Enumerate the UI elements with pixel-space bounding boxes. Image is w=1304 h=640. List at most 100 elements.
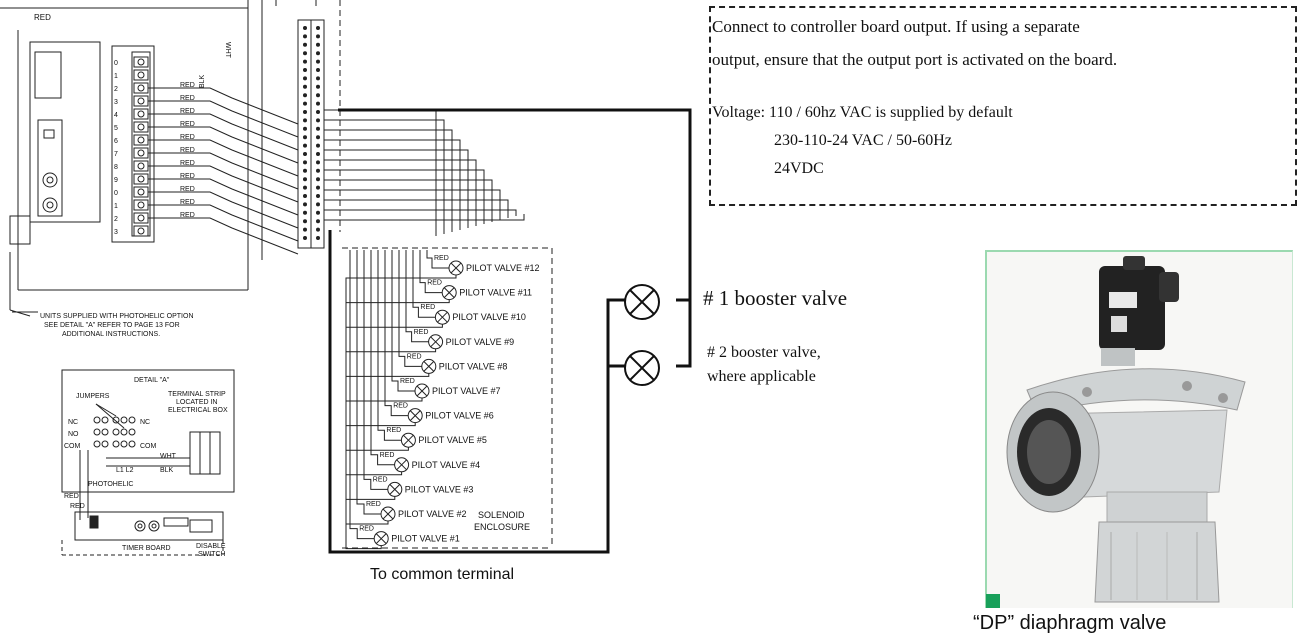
booster-valve-2-label: # 2 booster valve, [707, 344, 821, 361]
strip-dot [316, 26, 320, 30]
strip-dot [316, 177, 320, 182]
strip-dot [316, 135, 320, 140]
strip-dot [303, 34, 307, 39]
booster-valve-2-sublabel: where applicable [707, 368, 816, 385]
pilot-valve-label: PILOT VALVE #7 [432, 386, 501, 396]
control-box [0, 0, 317, 317]
photohelic-note: UNITS SUPPLIED WITH PHOTOHELIC OPTION SE… [12, 311, 194, 338]
board-red-label: RED [180, 134, 195, 141]
strip-dot [316, 168, 320, 173]
pilot-red-label: RED [359, 526, 374, 533]
pilot-common-wire [345, 545, 382, 550]
pilot-red-label: RED [434, 255, 449, 262]
note-line1: Connect to controller board output. If u… [712, 17, 1080, 36]
dashed-enclosure-top [275, 0, 341, 232]
board-wire [148, 165, 299, 203]
strip-dot [316, 42, 320, 47]
pilot-wire [377, 250, 402, 441]
board-wire [148, 152, 299, 190]
strip-dot [303, 110, 307, 114]
board-terminal-screw [137, 188, 145, 196]
strip-dot [303, 202, 307, 207]
strip-wire [324, 109, 437, 236]
strip-wire [324, 199, 509, 218]
strip-dot [316, 210, 320, 215]
board-wire [148, 100, 299, 138]
strip-dot [303, 42, 307, 47]
board-terminal-number: 9 [114, 177, 118, 184]
board-terminal-number: 1 [114, 203, 118, 210]
pilot-valve-label: PILOT VALVE #12 [466, 263, 540, 273]
strip-dot [303, 59, 307, 64]
board-terminal-screw [137, 123, 145, 131]
board-red-label: RED [180, 121, 195, 128]
strip-wire [324, 209, 517, 216]
pilot-valve-label: PILOT VALVE #4 [412, 460, 481, 470]
board-wire [148, 87, 299, 125]
board-terminal-number: 3 [114, 229, 118, 236]
pilot-valve-label: PILOT VALVE #6 [425, 411, 494, 421]
booster-valve-2-symbol [624, 350, 660, 386]
pilot-valve-label: PILOT VALVE #10 [452, 312, 526, 322]
strip-dot [303, 26, 307, 30]
board-wire [148, 113, 299, 151]
board-terminal-number: 2 [114, 86, 118, 93]
common-terminal-label: To common terminal [370, 566, 515, 583]
board-terminal-number: 3 [114, 99, 118, 106]
strip-dot [303, 93, 307, 98]
strip-dot [303, 126, 307, 131]
strip-dot [316, 219, 320, 224]
detail-terminal-strip-2: LOCATED IN [176, 399, 218, 406]
pilot-common-wire [345, 521, 389, 548]
detail-disable-2: SWITCH [198, 551, 226, 558]
strip-dot [303, 227, 307, 232]
board-terminal-screw [137, 110, 145, 118]
diaphragm-valve-image [1006, 256, 1246, 603]
pilot-wire [363, 250, 388, 490]
detail-no: NO [68, 431, 79, 438]
board-wires [148, 87, 525, 255]
pilot-wire [370, 250, 395, 466]
strip-dot [303, 177, 307, 182]
photohelic-note-line3: ADDITIONAL INSTRUCTIONS. [62, 331, 160, 338]
pilot-valve-label: PILOT VALVE #5 [418, 435, 487, 445]
board-terminal-number: 2 [114, 216, 118, 223]
blk-label: BLK [199, 74, 206, 88]
pilot-valve-label: PILOT VALVE #8 [439, 361, 508, 371]
photo-corner-marker [986, 594, 1000, 608]
strip-wire [324, 189, 501, 220]
booster-valve-1-label: # 1 booster valve [703, 286, 848, 310]
board-wire [148, 217, 299, 255]
board-terminal-screw [137, 162, 145, 170]
strip-dot [303, 76, 307, 81]
board-terminal-screw [137, 149, 145, 157]
board-terminal-screw [137, 84, 145, 92]
note-line2: output, ensure that the output port is a… [712, 50, 1118, 69]
valve-caption: “DP” diaphragm valve [973, 612, 1167, 634]
strip-dot [303, 143, 307, 148]
board-terminal-screw [137, 201, 145, 209]
strip-dot [316, 59, 320, 64]
board-terminal-screw [137, 136, 145, 144]
strip-wire [324, 159, 477, 226]
note-voltage-option-2: 24VDC [774, 160, 824, 177]
note-voltage-option-1: 230-110-24 VAC / 50-60Hz [774, 132, 952, 149]
strip-dot [303, 68, 307, 72]
pilot-valve: PILOT VALVE #12 RED [434, 255, 540, 276]
board-wire [148, 191, 299, 229]
controller-note-box [709, 6, 1297, 206]
pilot-wire [349, 250, 375, 540]
board-wire [148, 139, 299, 177]
pilot-wire [398, 250, 422, 367]
board-red-label: RED [180, 147, 195, 154]
pilot-wire [419, 250, 443, 294]
pilot-wire [384, 250, 409, 417]
strip-dot [303, 152, 307, 156]
pilot-red-label: RED [366, 501, 381, 508]
board-wire [148, 204, 299, 242]
